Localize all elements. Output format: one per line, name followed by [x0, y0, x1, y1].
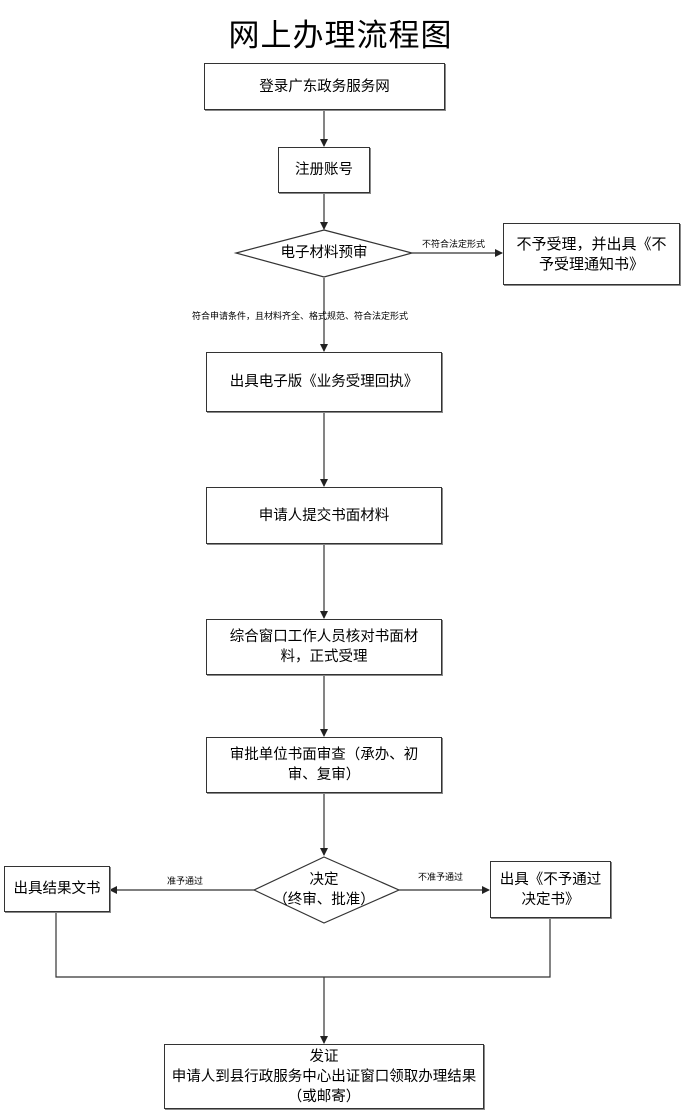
node-submit-paper: 申请人提交书面材料 — [206, 487, 442, 544]
node-decision: 决定 （终审、批准） — [264, 868, 384, 912]
certify-title: 发证 — [309, 1048, 339, 1065]
node-unit-review: 审批单位书面审查（承办、初审、复审） — [206, 737, 442, 793]
certify-detail: 申请人到县行政服务中心出证窗口领取办理结果（或邮寄） — [171, 1068, 477, 1105]
node-window-check: 综合窗口工作人员核对书面材料，正式受理 — [206, 619, 442, 675]
node-register: 注册账号 — [278, 147, 370, 193]
decision-title: 决定 — [309, 872, 339, 888]
label-approved: 准予通过 — [167, 877, 204, 887]
node-issue-result: 出具结果文书 — [4, 866, 110, 912]
label-conditions-met: 符合申请条件，且材料齐全、格式规范、符合法定形式 — [192, 312, 409, 322]
node-pre-review: 电子材料预审 — [280, 245, 368, 261]
node-reject-accept: 不予受理，并出具《不予受理通知书》 — [503, 223, 680, 285]
merge-line — [55, 912, 551, 978]
decision-diamond-prereview — [233, 229, 415, 278]
label-not-legal-form: 不符合法定形式 — [422, 240, 486, 250]
node-receipt: 出具电子版《业务受理回执》 — [206, 352, 442, 412]
node-login: 登录广东政务服务网 — [204, 63, 445, 110]
node-issue-reject: 出具《不予通过决定书》 — [490, 861, 611, 918]
decision-subtitle: （终审、批准） — [273, 892, 375, 908]
decision-diamond-final — [252, 856, 401, 924]
page-title: 网上办理流程图 — [228, 18, 453, 54]
label-not-approved: 不准予通过 — [418, 873, 464, 883]
node-certify: 发证 申请人到县行政服务中心出证窗口领取办理结果（或邮寄） — [164, 1044, 484, 1109]
